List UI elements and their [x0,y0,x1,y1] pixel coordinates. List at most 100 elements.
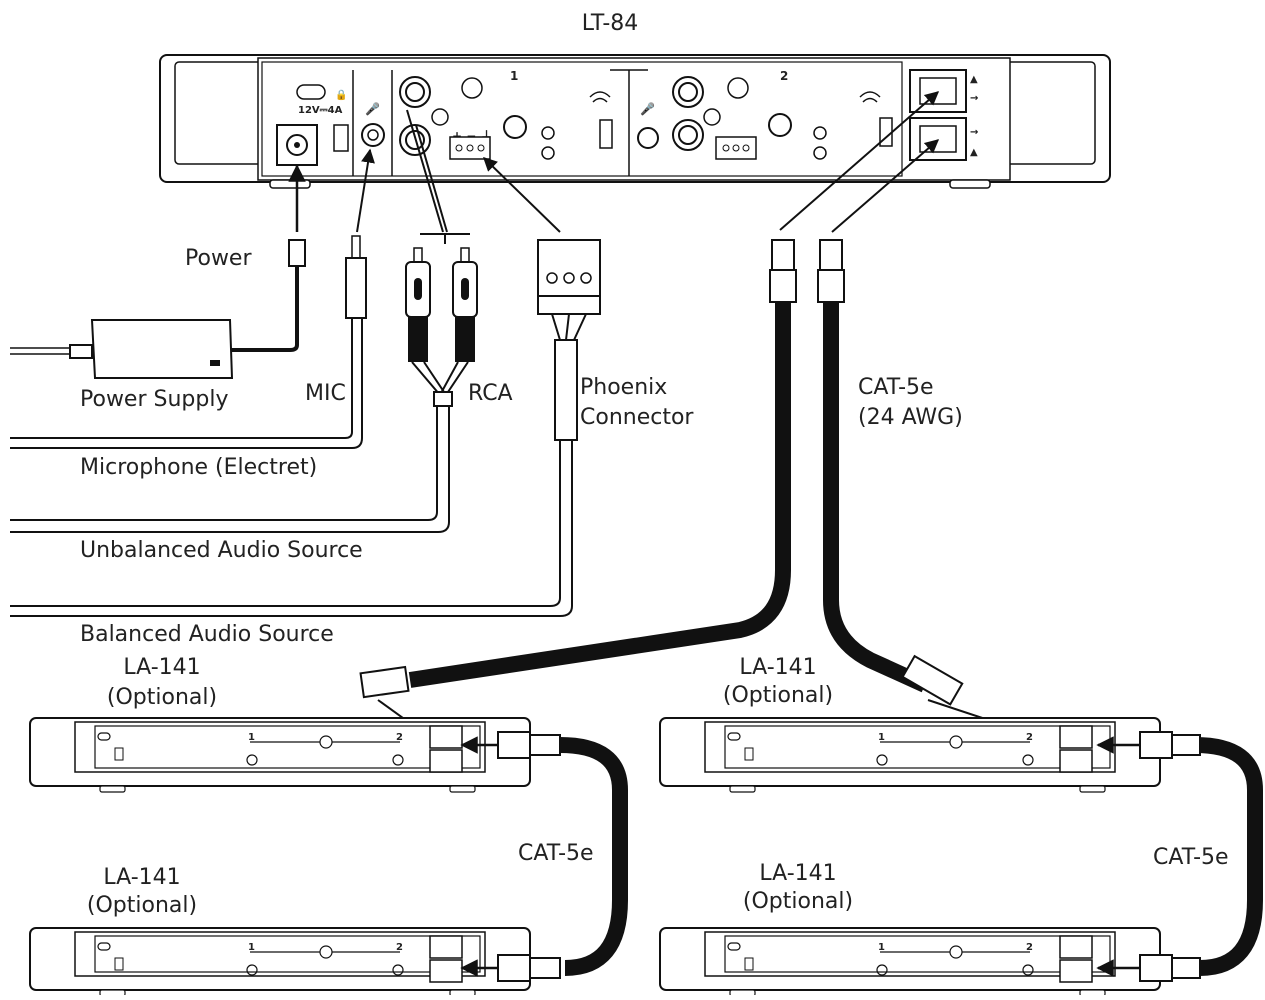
power-plug [288,239,306,267]
rj45-port-out[interactable] [429,749,463,773]
main-cable-label-line1: CAT-5e [858,375,934,400]
mic-icon-ch2: 🎤 [640,101,655,116]
la-141-optional-note: (Optional) [743,889,853,914]
la-141-optional-note: (Optional) [107,685,217,710]
security-slot [296,84,326,100]
rj45-port-bottom[interactable] [909,117,967,161]
level-trim-ch1[interactable] [876,754,888,766]
la-channel-1-label: 1 [248,942,255,953]
main-unit-title: LT-84 [582,11,639,36]
la-141-optional-note: (Optional) [723,683,833,708]
rj45-port-out[interactable] [1059,959,1093,983]
clock-icon [319,945,333,959]
level-trim-ch2[interactable] [1022,964,1034,976]
mode-switch[interactable] [744,747,754,761]
rj45-port-in[interactable] [429,725,463,749]
rj45-port-in[interactable] [429,935,463,959]
ir-switch-ch1[interactable] [599,119,613,149]
rj45-port-out[interactable] [429,959,463,983]
clock-icon [949,945,963,959]
level-trim-ch2[interactable] [1022,754,1034,766]
level-knob-ch1[interactable] [503,115,527,139]
rj45-port-top[interactable] [909,69,967,113]
rj45-port-in[interactable] [1059,935,1093,959]
phoenix-label-line1: Phoenix [580,375,667,400]
phoenix-terminal-ch1[interactable] [449,136,491,160]
level-trim-ch1[interactable] [246,964,258,976]
channel-2-label: 2 [780,69,788,83]
rca-label: RCA [468,381,513,406]
rca-jack-bottom-ch2[interactable] [672,119,704,151]
rj45-plug-la-top-right [901,654,964,706]
mode-switch[interactable] [114,957,124,971]
link-cable-left-label: CAT-5e [518,841,594,866]
phoenix-terminal-ch2[interactable] [715,136,757,160]
la-141-name: LA-141 [123,655,200,680]
mode-switch[interactable] [744,957,754,971]
cable-main-left [408,302,791,688]
mode-switch[interactable] [114,747,124,761]
rca-jack-bottom-ch1[interactable] [399,124,431,156]
link-plugs-right [1139,731,1201,982]
balanced-source-label: Balanced Audio Source [80,622,334,647]
la-141-name: LA-141 [103,865,180,890]
lock-icon: 🔒 [335,89,347,101]
security-slot [97,732,111,741]
level-knob-ch2[interactable] [768,113,792,137]
microphone-source-label: Microphone (Electret) [80,455,317,480]
svg-text:→: → [970,127,978,138]
mic-input-jack[interactable] [361,123,385,147]
cable-main-right [823,302,929,693]
level-trim-ch2[interactable] [392,964,404,976]
channel-1-label: 1 [510,69,518,83]
unbalanced-source-label: Unbalanced Audio Source [80,538,363,563]
mic-label: MIC [305,381,346,406]
la-channel-1-label: 1 [248,732,255,743]
security-slot [727,942,741,951]
power-supply-label: Power Supply [80,387,228,412]
level-trim-ch1[interactable] [876,964,888,976]
phoenix-plug [537,239,601,441]
wireless-icon-ch2 [859,91,881,103]
mic-plug [345,235,367,319]
level-trim-ch1[interactable] [246,754,258,766]
gain-knob-ch1[interactable] [461,77,483,99]
la-141-name: LA-141 [759,861,836,886]
rj45-port-out[interactable] [1059,749,1093,773]
svg-text:▲: ▲ [970,147,978,158]
la-channel-1-label: 1 [878,732,885,743]
rj45-port-in[interactable] [1059,725,1093,749]
level-trim-ch2[interactable] [392,754,404,766]
la-141-optional-note: (Optional) [87,893,197,918]
clock-icon [319,735,333,749]
link-cable-left [559,737,628,976]
phoenix-label-line2: Connector [580,405,694,430]
clock-icon [949,735,963,749]
svg-text:→: → [970,93,978,104]
rca-jack-top-ch2[interactable] [672,76,704,108]
link-cable-right [1194,737,1263,976]
la-channel-2-label: 2 [1026,732,1033,743]
la-channel-2-label: 2 [1026,942,1033,953]
rj45-plug-la-top-left [359,665,410,699]
rj45-plug-main-left [769,239,797,303]
power-switch[interactable] [333,124,349,152]
la-channel-2-label: 2 [396,732,403,743]
power-supply [10,319,234,379]
power-rating-text: 12V⎓4A [298,105,343,116]
la-141-name: LA-141 [739,655,816,680]
main-cable-label-line2: (24 AWG) [858,405,963,430]
rca-jack-top-ch1[interactable] [399,76,431,108]
mic-icon: 🎤 [365,101,380,116]
gain-knob-ch2[interactable] [727,77,749,99]
rca-plugs [405,247,478,407]
wireless-icon-ch1 [589,91,611,103]
security-slot [727,732,741,741]
security-slot [97,942,111,951]
